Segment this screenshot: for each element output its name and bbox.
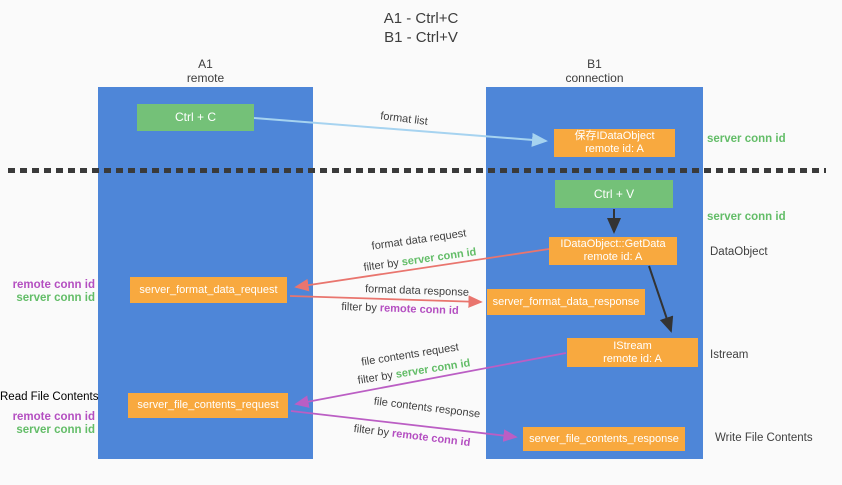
left-conn-id-stack-top: remote conn id server conn id bbox=[0, 279, 95, 305]
server-file-contents-response-label: server_file_contents_response bbox=[529, 432, 679, 445]
title-line-1: A1 - Ctrl+C bbox=[383, 10, 459, 27]
idataobject-getdata-box: IDataObject::GetData remote id: A bbox=[549, 237, 677, 265]
lifeline-b1-name: B1 bbox=[587, 57, 602, 71]
ctrl-c-label: Ctrl + C bbox=[174, 110, 216, 124]
server-format-data-response-label: server_format_data_response bbox=[492, 295, 640, 308]
remote-conn-id-text: remote conn id bbox=[379, 302, 459, 318]
server-format-data-response-box: server_format_data_response bbox=[487, 289, 645, 315]
file-contents-response-filter-label: filter by remote conn id bbox=[353, 423, 471, 449]
format-data-response-filter-label: filter by remote conn id bbox=[341, 301, 459, 317]
format-data-response-label: format data response bbox=[364, 283, 470, 299]
lifeline-header-a1: A1 remote bbox=[98, 57, 313, 85]
server-file-contents-response-box: server_file_contents_response bbox=[523, 427, 685, 451]
server-conn-id-label: server conn id bbox=[16, 292, 95, 304]
format-list-label: format list bbox=[379, 110, 429, 128]
istream-box: IStream remote id: A bbox=[567, 338, 698, 367]
ctrl-v-box: Ctrl + V bbox=[555, 180, 673, 208]
lifeline-header-b1: B1 connection bbox=[486, 57, 703, 85]
istream-side-label: Istream bbox=[710, 349, 749, 361]
dashed-divider-line bbox=[8, 168, 826, 173]
lifeline-b1-subtitle: connection bbox=[565, 71, 624, 85]
filter-by-text: filter by bbox=[353, 422, 393, 440]
lifeline-a1-name: A1 bbox=[198, 57, 213, 71]
server-conn-id-label-mid: server conn id bbox=[707, 211, 786, 223]
left-conn-id-stack-bottom: remote conn id server conn id bbox=[0, 411, 95, 437]
istream-line2: remote id: A bbox=[603, 352, 662, 365]
idataobject-getdata-line2: remote id: A bbox=[583, 251, 643, 263]
filter-by-text: filter by bbox=[341, 300, 381, 315]
server-conn-id-label-top: server conn id bbox=[707, 133, 786, 145]
filter-by-text: filter by bbox=[362, 256, 403, 274]
server-conn-id-label: server conn id bbox=[16, 424, 95, 436]
server-conn-id-text: server conn id bbox=[400, 246, 478, 269]
remote-conn-id-label: remote conn id bbox=[12, 279, 95, 291]
filter-by-text: filter by bbox=[356, 368, 397, 387]
ctrl-v-label: Ctrl + V bbox=[593, 186, 635, 201]
file-contents-response-label: file contents response bbox=[373, 395, 481, 421]
istream-line1: IStream bbox=[613, 339, 652, 352]
server-file-contents-request-label: server_file_contents_request bbox=[137, 399, 279, 411]
title-line-2: B1 - Ctrl+V bbox=[384, 29, 458, 46]
server-format-data-request-box: server_format_data_request bbox=[130, 277, 287, 303]
read-file-contents-label-wrap: Read File Contents bbox=[0, 391, 99, 404]
ctrl-c-box: Ctrl + C bbox=[137, 104, 254, 131]
save-idataobject-box: 保存IDataObject remote id: A bbox=[554, 129, 675, 157]
server-format-data-request-label: server_format_data_request bbox=[139, 283, 278, 296]
read-file-contents-label: Read File Contents bbox=[0, 391, 99, 403]
remote-conn-id-text: remote conn id bbox=[391, 427, 471, 450]
remote-conn-id-label: remote conn id bbox=[12, 411, 95, 423]
diagram-title: A1 - Ctrl+C B1 - Ctrl+V bbox=[0, 9, 842, 47]
idataobject-getdata-line1: IDataObject::GetData bbox=[560, 238, 666, 250]
server-file-contents-request-box: server_file_contents_request bbox=[128, 393, 288, 418]
save-idataobject-line1: 保存IDataObject bbox=[574, 130, 655, 142]
lifeline-a1-subtitle: remote bbox=[186, 71, 225, 85]
write-file-contents-label: Write File Contents bbox=[715, 432, 813, 444]
save-idataobject-line2: remote id: A bbox=[585, 143, 644, 155]
dataobject-label: DataObject bbox=[710, 246, 768, 258]
